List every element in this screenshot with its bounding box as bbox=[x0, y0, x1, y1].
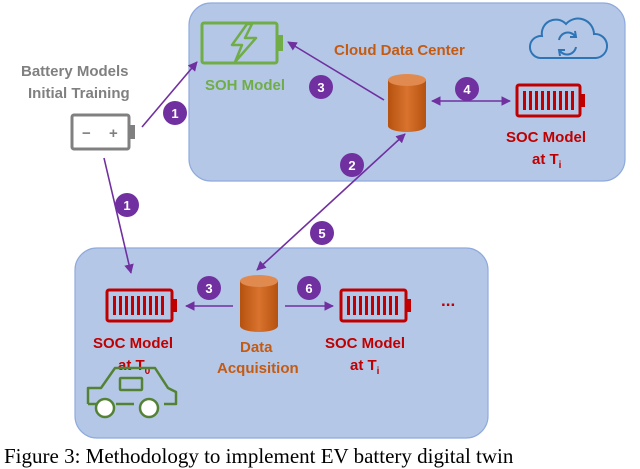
ellipsis-label: ... bbox=[441, 291, 455, 310]
cloud-data-center-title: Cloud Data Center bbox=[334, 42, 465, 59]
svg-text:1: 1 bbox=[123, 198, 130, 213]
battery-charging-icon bbox=[200, 21, 283, 65]
arrow-cloud-to-soh bbox=[287, 41, 385, 101]
soc-ti-label-line1: SOC Model bbox=[325, 335, 405, 352]
step-badge-3-bottom: 3 bbox=[197, 276, 221, 300]
arrow-cloud-to-acquisition bbox=[256, 133, 406, 271]
step-badge-4: 4 bbox=[455, 77, 479, 101]
soc-t0-label-line2: at T0 bbox=[118, 357, 151, 377]
battery-minus-label: − bbox=[82, 125, 91, 142]
step-badge-5: 5 bbox=[310, 221, 334, 245]
svg-text:5: 5 bbox=[318, 226, 325, 241]
battery-models-label-line2: Initial Training bbox=[28, 85, 130, 102]
soh-model-label: SOH Model bbox=[205, 77, 285, 94]
cloud-sync-icon bbox=[528, 17, 608, 59]
svg-text:4: 4 bbox=[463, 82, 471, 97]
arrow-training-to-soh bbox=[141, 61, 198, 128]
electric-car-icon bbox=[86, 366, 178, 419]
step-badge-1b: 1 bbox=[115, 193, 139, 217]
svg-text:6: 6 bbox=[305, 281, 312, 296]
initial-battery-icon: − + bbox=[70, 113, 135, 151]
svg-text:3: 3 bbox=[205, 281, 212, 296]
step-badge-2: 2 bbox=[340, 153, 364, 177]
soc-ti-label-line2: at Ti bbox=[350, 357, 380, 377]
soc-cloud-label-line2: at Ti bbox=[532, 151, 562, 171]
data-acquisition-label-line1: Data bbox=[240, 339, 273, 356]
step-badge-1a: 1 bbox=[163, 101, 187, 125]
arrow-training-to-soc-t0 bbox=[103, 157, 134, 274]
svg-text:2: 2 bbox=[348, 158, 355, 173]
data-acquisition-label-line2: Acquisition bbox=[217, 360, 299, 377]
battery-models-label-line1: Battery Models bbox=[21, 63, 129, 80]
step-badge-6: 6 bbox=[297, 276, 321, 300]
soc-t0-battery-icon bbox=[105, 288, 177, 323]
soc-cloud-battery-icon bbox=[515, 83, 585, 118]
svg-text:1: 1 bbox=[171, 106, 178, 121]
step-badge-3-top: 3 bbox=[309, 75, 333, 99]
soc-t0-label-line1: SOC Model bbox=[93, 335, 173, 352]
cloud-database-cylinder-icon bbox=[388, 74, 426, 132]
battery-plus-label: + bbox=[109, 125, 118, 142]
soc-ti-battery-icon bbox=[339, 288, 411, 323]
acquisition-database-cylinder-icon bbox=[240, 275, 278, 332]
figure-caption: Figure 3: Methodology to implement EV ba… bbox=[4, 444, 514, 468]
svg-text:3: 3 bbox=[317, 80, 324, 95]
soc-cloud-label-line1: SOC Model bbox=[506, 129, 586, 146]
